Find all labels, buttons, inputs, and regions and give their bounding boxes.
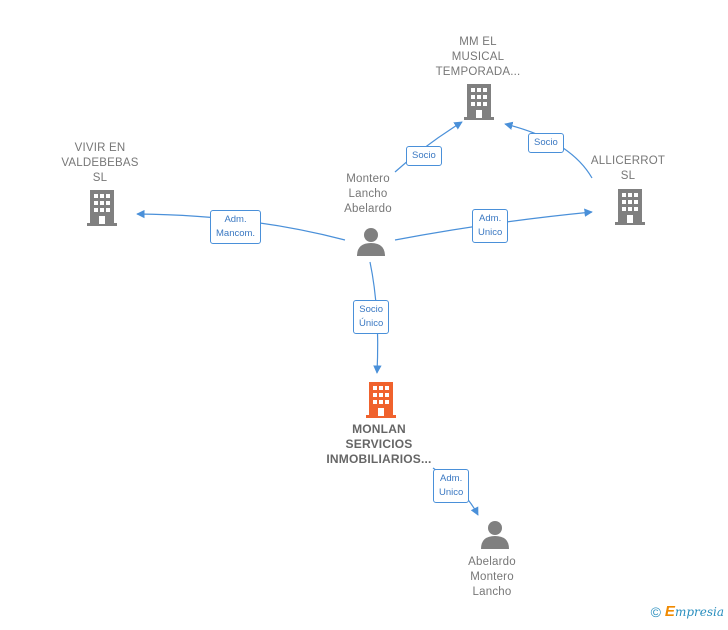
building-icon[interactable]: [365, 382, 397, 418]
edge-label-socio-mm: Socio: [406, 146, 442, 166]
node-label-mm-el-musical: MM EL MUSICAL TEMPORADA...: [435, 36, 521, 78]
edge-label-socio-allicerrot: Socio: [528, 133, 564, 153]
person-icon[interactable]: [356, 227, 386, 257]
edge-label-adm-unico-monlan: Adm. Unico: [433, 469, 470, 503]
person-icon[interactable]: [480, 520, 510, 550]
brand-logo: Empresia: [664, 603, 724, 620]
node-label-montero-lancho-abelardo: Montero Lancho Abelardo: [344, 173, 392, 215]
building-icon[interactable]: [86, 190, 118, 226]
building-icon[interactable]: [463, 84, 495, 120]
node-label-abelardo-montero-lancho: Abelardo Montero Lancho: [468, 556, 516, 598]
edge-label-adm-mancom: Adm. Mancom.: [210, 210, 262, 244]
copyright-icon: ©: [650, 603, 661, 620]
node-label-monlan: MONLAN SERVICIOS INMOBILIARIOS...: [326, 422, 432, 466]
node-label-allicerrot: ALLICERROT SL: [590, 155, 666, 182]
edge-label-adm-unico-allicerrot: Adm. Unico: [472, 209, 509, 243]
node-label-vivir-en-valdebebas: VIVIR EN VALDEBEBAS SL: [61, 142, 139, 184]
edge-label-socio-unico-monlan: Socio Único: [353, 300, 390, 334]
building-icon[interactable]: [614, 189, 646, 225]
brand-footer: © Empresia: [651, 603, 724, 620]
